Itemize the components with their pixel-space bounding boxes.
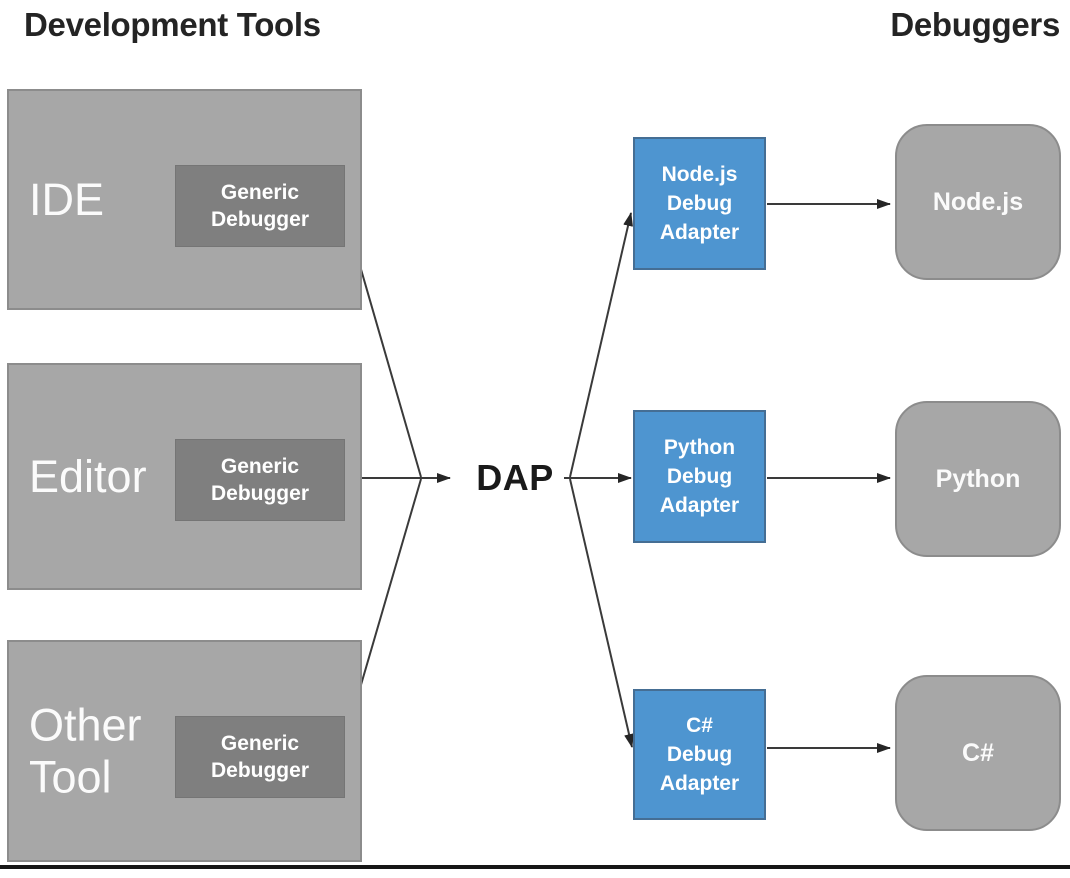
adapter-label-line1: C# (686, 714, 713, 737)
generic-debugger-box-editor: Generic Debugger (175, 439, 345, 521)
generic-debugger-label-line1: Generic (220, 181, 300, 204)
adapter-label-line3: Adapter (659, 494, 740, 517)
adapter-label-line2: Debug (666, 465, 733, 488)
adapter-box-python: Python Debug Adapter (633, 410, 766, 543)
generic-debugger-box-ide: Generic Debugger (175, 165, 345, 247)
generic-debugger-label-line2: Debugger (210, 208, 309, 231)
generic-debugger-label-line1: Generic (220, 732, 300, 755)
runtime-box-nodejs: Node.js (895, 124, 1061, 280)
runtime-label: Node.js (932, 187, 1024, 216)
adapter-label-line1: Python (663, 436, 736, 459)
tool-box-editor: Editor Generic Debugger (7, 363, 362, 590)
adapter-box-csharp: C# Debug Adapter (633, 689, 766, 820)
runtime-label: Python (935, 464, 1021, 493)
adapter-box-nodejs: Node.js Debug Adapter (633, 137, 766, 270)
generic-debugger-box-other-tool: Generic Debugger (175, 716, 345, 798)
runtime-box-csharp: C# (895, 675, 1061, 831)
tool-label-other-tool: Other Tool (29, 699, 142, 802)
generic-debugger-label-line2: Debugger (210, 482, 309, 505)
tool-box-ide: IDE Generic Debugger (7, 89, 362, 310)
debuggers-title: Debuggers (890, 6, 1060, 43)
dap-protocol-label: DAP (476, 457, 554, 498)
adapter-label-line2: Debug (666, 192, 733, 215)
adapter-label-line2: Debug (666, 743, 733, 766)
adapter-label-line1: Node.js (661, 163, 738, 186)
adapter-label-line3: Adapter (659, 772, 740, 795)
adapter-label-line3: Adapter (659, 221, 740, 244)
arrow-dap-to-nodejs-adapter (569, 212, 633, 478)
runtime-label: C# (962, 738, 994, 767)
generic-debugger-label-line1: Generic (220, 455, 300, 478)
runtime-box-python: Python (895, 401, 1061, 557)
bottom-border-line (0, 865, 1070, 869)
tool-label-editor: Editor (29, 450, 147, 502)
tool-box-other-tool: Other Tool Generic Debugger (7, 640, 362, 862)
tool-label-ide: IDE (29, 173, 105, 225)
generic-debugger-label-line2: Debugger (210, 759, 309, 782)
arrow-dap-to-csharp-adapter (569, 478, 634, 748)
development-tools-title: Development Tools (24, 6, 321, 43)
